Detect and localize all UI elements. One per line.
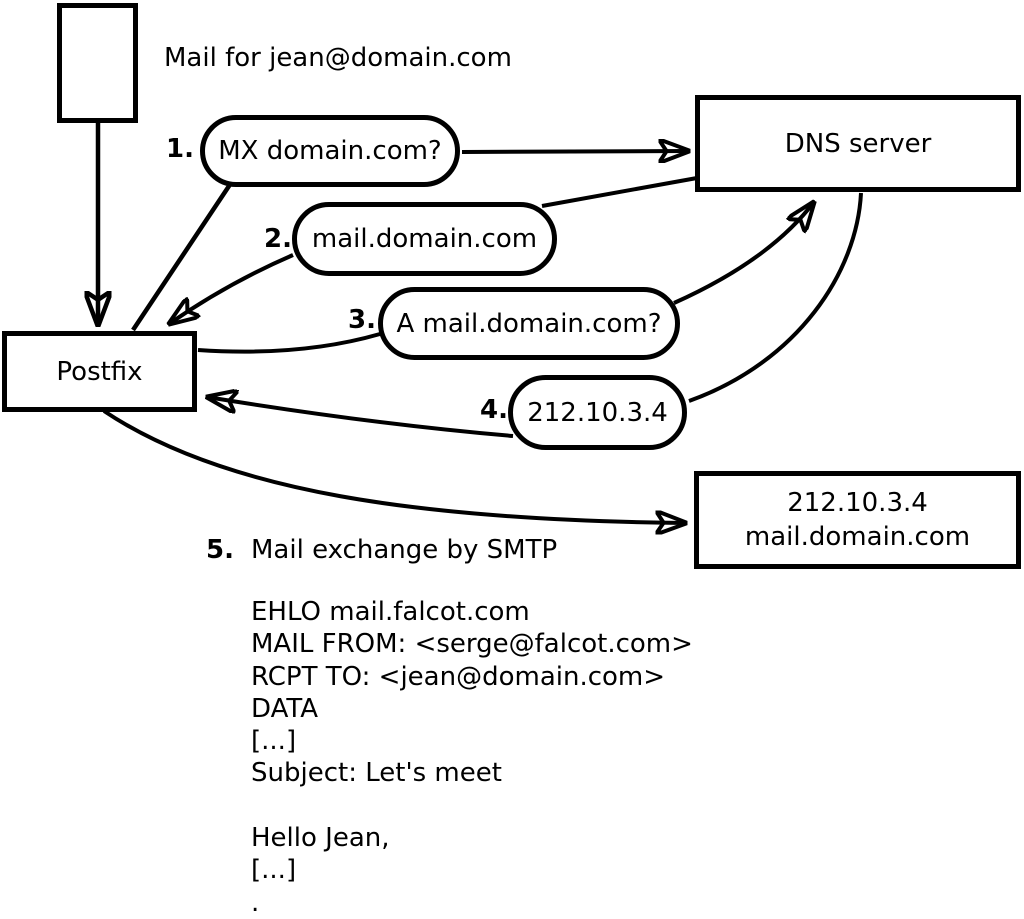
postfix-node: Postfix (2, 331, 197, 412)
smtp-line-ehlo: EHLO mail.falcot.com (251, 597, 530, 627)
step-5-number: 5. (206, 535, 234, 565)
step-2-number: 2. (264, 224, 292, 254)
mail-message-icon (57, 3, 138, 123)
reply-ip-label: 212.10.3.4 (527, 397, 668, 428)
arrow-reply4-to-postfix (207, 397, 514, 438)
reply-mx-pill: mail.domain.com (292, 202, 557, 276)
query-mx-label: MX domain.com? (218, 136, 442, 166)
mail-server-hostname: mail.domain.com (744, 522, 971, 552)
smtp-exchange-label: Mail exchange by SMTP (251, 535, 558, 565)
smtp-line-blank (251, 791, 693, 823)
smtp-session-transcript: EHLO mail.falcot.com MAIL FROM: <serge@f… (251, 597, 693, 919)
query-a-record-label: A mail.domain.com? (396, 308, 662, 339)
step-1-number: 1. (166, 134, 194, 164)
postfix-label: Postfix (56, 356, 143, 387)
line-dns-to-reply2 (541, 176, 698, 208)
smtp-line-rcpt-to: RCPT TO: <jean@domain.com> (251, 661, 666, 692)
line-dns-to-reply4 (688, 192, 863, 403)
smtp-line-greeting: Hello Jean, (251, 823, 390, 854)
step-4-number: 4. (480, 395, 508, 425)
query-a-record-pill: A mail.domain.com? (378, 287, 680, 360)
smtp-line-subject: Subject: Let's meet (251, 758, 502, 789)
mail-server-node: 212.10.3.4 mail.domain.com (694, 471, 1021, 569)
dns-server-node: DNS server (695, 95, 1021, 192)
mail-server-ip: 212.10.3.4 (787, 488, 928, 518)
smtp-line-data: DATA (251, 693, 318, 724)
dns-server-label: DNS server (784, 128, 932, 159)
arrow-query3-to-dns (673, 202, 814, 305)
line-postfix-to-query3 (197, 332, 381, 354)
smtp-line-ellipsis-1: [...] (251, 726, 297, 757)
smtp-line-mail-from: MAIL FROM: <serge@falcot.com> (251, 629, 693, 660)
smtp-line-ellipsis-2: [...] (251, 855, 297, 886)
line-postfix-to-query1 (131, 181, 233, 332)
step-3-number: 3. (348, 305, 376, 335)
reply-ip-pill: 212.10.3.4 (508, 375, 687, 450)
reply-mx-label: mail.domain.com (311, 224, 538, 254)
arrow-reply2-to-postfix (169, 253, 294, 324)
incoming-mail-label: Mail for jean@domain.com (164, 43, 512, 73)
arrow-query1-to-dns (461, 151, 689, 152)
smtp-line-end-dot: . (251, 887, 260, 918)
query-mx-pill: MX domain.com? (200, 115, 460, 187)
